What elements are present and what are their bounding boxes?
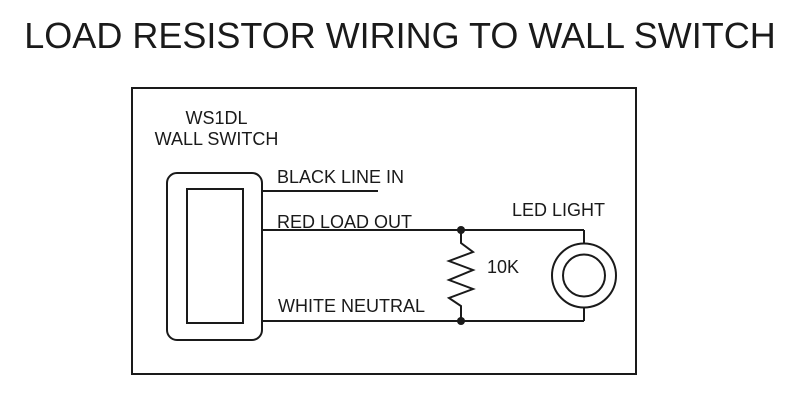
led-light-outer-circle: [551, 242, 617, 309]
resistor-symbol: [446, 230, 476, 321]
wall-switch-name: WALL SWITCH: [154, 129, 279, 149]
wall-switch-outer-body: [166, 172, 263, 341]
wall-switch-label: WS1DL WALL SWITCH: [146, 108, 287, 150]
wall-switch-model: WS1DL: [185, 108, 248, 128]
white-neutral-label: WHITE NEUTRAL: [278, 296, 426, 316]
black-line-in-label: BLACK LINE IN: [277, 167, 405, 187]
led-light-label: LED LIGHT: [512, 200, 606, 220]
resistor-value-label: 10K: [487, 257, 520, 277]
wall-switch-rocker: [186, 188, 244, 324]
page-title: LOAD RESISTOR WIRING TO WALL SWITCH: [24, 15, 776, 56]
junction-dot-bottom: [457, 317, 465, 325]
junction-dot-top: [457, 226, 465, 234]
red-load-out-label: RED LOAD OUT: [277, 212, 413, 232]
led-light-inner-circle: [562, 253, 606, 298]
